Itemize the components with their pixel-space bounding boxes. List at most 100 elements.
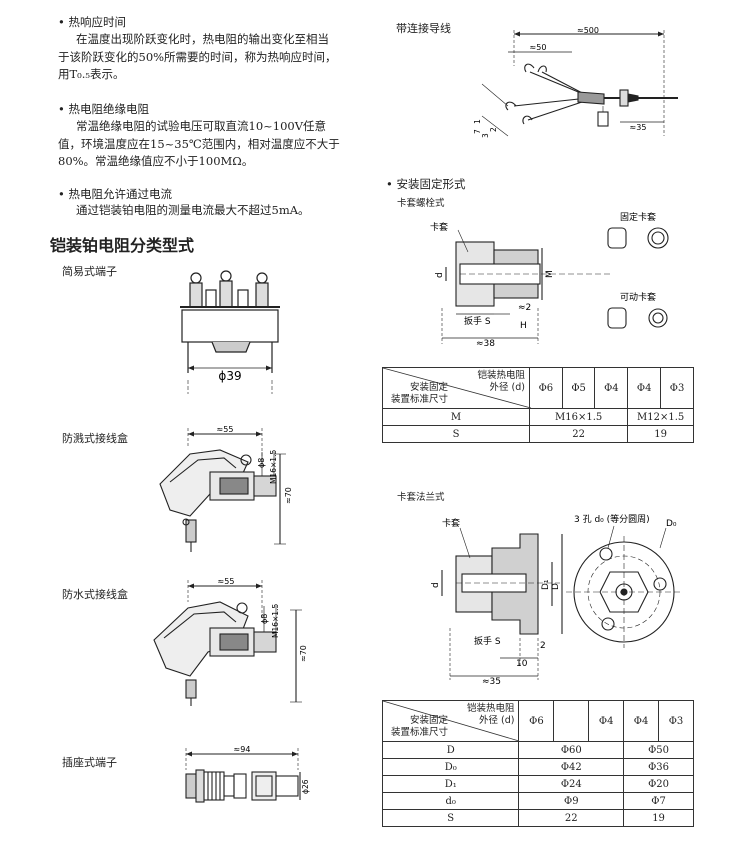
table1-cell: 19 (627, 425, 694, 443)
table2-cell: Φ42 (518, 758, 625, 776)
flange-type-drawing: 卡套 3 孔 d₀ (等分圆周) D₀ 扳手 S d D₁ D 2 10 ≈35 (431, 513, 682, 687)
response-time-line-1: 在温度出现阶跃变化时，热电阻的输出变化至相当 (76, 32, 329, 46)
table-row: S 22 19 (381, 809, 694, 827)
bolt-callout-fixed-sleeve: 固定卡套 (620, 211, 656, 223)
bolt-dim-m: M (545, 270, 555, 278)
table2-col: Φ4 (588, 700, 625, 742)
table2-cell: Φ60 (518, 741, 625, 759)
insulation-line-3: 80%。常温绝缘值应不小于100MΩ。 (58, 154, 254, 168)
table1-header-bottom-1: 安装固定 (410, 382, 449, 393)
table-row: M M16×1.5 M12×1.5 (382, 408, 694, 426)
flange-dim-2: 2 (540, 641, 546, 651)
splash-dim-55: ≈55 (217, 425, 234, 434)
bolt-callout-sleeve: 卡套 (430, 221, 448, 233)
socket-terminal-label: 插座式端子 (62, 756, 117, 769)
bolt-type-drawing: 卡套 固定卡套 可动卡套 扳手 S d M ≈2 H ≈38 (430, 211, 669, 349)
bolt-dim-h: H (520, 321, 527, 331)
table2-row-name: D₁ (381, 775, 520, 793)
table1-col: Φ4 (594, 367, 629, 409)
table2-cell: Φ50 (623, 741, 694, 759)
table2-col: Φ6 (518, 700, 555, 742)
table1-cell: M16×1.5 (528, 408, 629, 426)
table1-header-top-1: 铠装热电阻 (477, 370, 525, 381)
bolt-callout-wrench: 扳手 S (464, 315, 491, 327)
flange-dim-10: 10 (516, 659, 528, 669)
table2-cell: 19 (623, 809, 694, 827)
table1-header-top-2: 外径 (d) (489, 382, 525, 393)
flange-callout-d0: D₀ (666, 519, 677, 529)
response-time-line-3: 用T₀.₅表示。 (58, 67, 125, 81)
flange-dim-d1: D₁ (541, 579, 551, 590)
table2-col: Φ3 (658, 700, 694, 742)
current-line-1: 通过铠装铂电阻的测量电流最大不超过5mA。 (76, 203, 310, 217)
response-time-line-2: 于该阶跃变化的50%所需要的时间，称为热响应时间， (58, 49, 337, 64)
insulation-line-2: 值，环境温度应在15~35℃范围内，相对温度应不大于 (58, 136, 340, 151)
bolt-spec-table: 铠装热电阻 外径 (d) 安装固定 装置标准尺寸 Φ6 Φ5 Φ4 Φ4 Φ3 … (382, 367, 694, 443)
simple-terminal-label: 简易式端子 (62, 265, 117, 278)
splash-box-drawing: ≈55 ϕ8 M16×1.5 ≈70 (159, 425, 293, 552)
bolt-type-label: 卡套螺栓式 (397, 198, 445, 209)
lead-dim-35: ≈35 (630, 123, 647, 132)
flange-dim-D: D (551, 583, 561, 590)
section-heading: 铠装铂电阻分类型式 (50, 236, 195, 255)
table2-header-bottom-2: 装置标准尺寸 (391, 727, 449, 738)
lead-dim-3: 3 (481, 133, 490, 138)
table-row: D Φ60 Φ50 (381, 741, 694, 759)
waterproof-dim-55: ≈55 (218, 577, 235, 586)
table1-header-cell: 铠装热电阻 外径 (d) 安装固定 装置标准尺寸 (382, 367, 532, 409)
simple-dim-39: ϕ39 (218, 369, 241, 383)
socket-terminal-drawing: ≈94 ϕ26 (185, 745, 310, 803)
socket-dim-26: ϕ26 (301, 779, 310, 794)
flange-callout-wrench: 扳手 S (474, 635, 501, 647)
flange-spec-table: 铠装热电阻 外径 (d) 安装固定 装置标准尺寸 Φ6 Φ4 Φ4 Φ3 D Φ… (381, 700, 694, 827)
table2-header-bottom-1: 安装固定 (410, 715, 449, 726)
lead-dim-50: ≈50 (530, 43, 547, 52)
table2-header-top-1: 铠装热电阻 (466, 703, 515, 714)
bolt-dim-d: d (435, 272, 445, 278)
table2-col: Φ4 (623, 700, 660, 742)
response-time-body: 在温度出现阶跃变化时，热电阻的输出变化至相当 于该阶跃变化的50%所需要的时间，… (58, 31, 364, 84)
table2-header-top-2: 外径 (d) (479, 715, 515, 726)
response-time-title: • 热响应时间 (58, 15, 126, 29)
table1-cell: 22 (528, 425, 629, 443)
table1-cell: M12×1.5 (627, 408, 694, 426)
flange-callout-holes: 3 孔 d₀ (等分圆周) (574, 513, 650, 525)
current-title: • 热电阻允许通过电流 (58, 187, 172, 201)
table2-cell: 22 (518, 809, 625, 827)
table-row: D₀ Φ42 Φ36 (381, 758, 694, 776)
flange-callout-sleeve: 卡套 (442, 517, 460, 529)
lead-dim-2: 2 (489, 127, 498, 132)
lead-dim-1: 1 (473, 119, 482, 124)
waterproof-dim-phi8: ϕ8 (260, 614, 269, 624)
insulation-line-1: 常温绝缘电阻的试验电压可取直流10~100V任意 (76, 119, 327, 133)
table2-cell: Φ36 (623, 758, 694, 776)
splash-dim-m16: M16×1.5 (269, 450, 278, 484)
table1-row-name: M (382, 408, 530, 426)
table1-row-name: S (382, 425, 530, 443)
table1-header-bottom-2: 装置标准尺寸 (391, 394, 449, 405)
table2-cell: Φ9 (518, 792, 625, 810)
table1-col: Φ3 (660, 367, 694, 409)
flange-dim-d: d (431, 582, 441, 588)
table-row: D₁ Φ24 Φ20 (381, 775, 694, 793)
table2-cell: Φ24 (518, 775, 625, 793)
bolt-dim-2: ≈2 (518, 303, 531, 313)
table1-col: Φ5 (561, 367, 596, 409)
table-row: d₀ Φ9 Φ7 (381, 792, 694, 810)
splash-dim-70: ≈70 (284, 487, 293, 504)
lead-dim-500: ≈500 (577, 26, 599, 35)
table2-header-cell: 铠装热电阻 外径 (d) 安装固定 装置标准尺寸 (381, 700, 520, 742)
socket-dim-94: ≈94 (234, 745, 251, 754)
waterproof-box-drawing: ≈55 ϕ8 M16×1.5 ≈70 (153, 577, 308, 706)
table1-col: Φ6 (528, 367, 563, 409)
mounting-title: • 安装固定形式 (386, 177, 466, 191)
insulation-body: 常温绝缘电阻的试验电压可取直流10~100V任意 值，环境温度应在15~35℃范… (58, 118, 364, 171)
flange-type-label: 卡套法兰式 (397, 492, 445, 503)
lead-dim-7: 7 (473, 129, 482, 134)
waterproof-dim-70: ≈70 (299, 645, 308, 662)
table2-row-name: d₀ (381, 792, 520, 810)
flange-dim-35: ≈35 (482, 677, 501, 687)
simple-terminal-drawing: ϕ39 (180, 270, 280, 394)
bolt-callout-movable-sleeve: 可动卡套 (620, 291, 656, 303)
splash-dim-phi8: ϕ8 (257, 458, 266, 468)
